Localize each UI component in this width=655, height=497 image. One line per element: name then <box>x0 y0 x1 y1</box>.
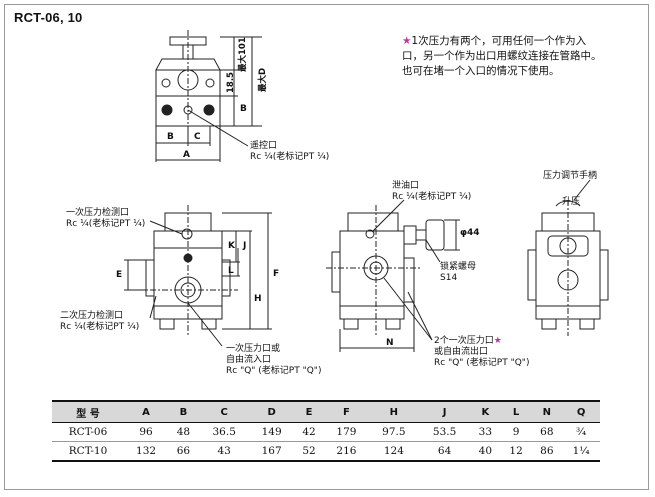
label-primary-pressure-port: 一次压力口或 <box>226 344 281 354</box>
dim-B-vertical: B <box>240 104 247 114</box>
top-view <box>155 30 262 162</box>
table-cell: 216 <box>324 441 369 462</box>
dim-B: B <box>167 132 174 142</box>
label-two-primary-ports-star: ★ <box>493 336 502 346</box>
front-view <box>124 205 272 347</box>
table-cell: 43 <box>198 441 250 462</box>
table-cell: 9 <box>500 422 532 442</box>
label-two-primary-ports: 2个一次压力口★ <box>434 336 502 347</box>
table-header-row: 型 号 A B C D E F H J K L N Q <box>52 400 600 423</box>
label-remote-port-spec: Rc ¹⁄₄(老标记PT ¹⁄₄) <box>250 152 330 162</box>
dim-E: E <box>116 270 123 280</box>
port-note: ★1次压力有两个，可用任何一个作为入口，另一个作为出口用螺纹连接在管路中。也可在… <box>402 34 602 79</box>
label-secondary-gauge-port: 二次压力检测口 <box>60 311 124 321</box>
table-cell: 86 <box>531 441 563 462</box>
col-header-model: 型 号 <box>52 400 124 423</box>
table-cell: 124 <box>368 441 420 462</box>
label-free-flow-inlet: 自由流入口 <box>226 355 272 365</box>
table-cell: 179 <box>324 422 369 442</box>
dim-A: A <box>183 150 190 160</box>
dimension-table: 型 号 A B C D E F H J K L N Q RCT-06 96 48… <box>52 400 600 462</box>
table-cell: 48 <box>168 422 199 442</box>
col-header: E <box>293 400 325 423</box>
dim-C: C <box>194 132 201 142</box>
label-remote-port: 遥控口 <box>250 141 278 151</box>
table-cell: 36.5 <box>198 422 250 442</box>
note-text: 1次压力有两个，可用任何一个作为入口，另一个作为出口用螺纹连接在管路中。也可在堵… <box>402 35 602 77</box>
label-secondary-gauge-spec: Rc ¹⁄₄(老标记PT ¹⁄₄) <box>60 322 140 332</box>
col-header: A <box>124 400 169 423</box>
col-header: B <box>168 400 199 423</box>
table-cell: 1¹⁄₄ <box>562 441 600 462</box>
table-cell: 42 <box>293 422 325 442</box>
figure-frame <box>4 4 649 490</box>
label-q-spec-1: Rc "Q" (老标记PT "Q") <box>226 366 322 376</box>
cell-model: RCT-10 <box>52 441 124 462</box>
dim-F: F <box>273 269 280 279</box>
col-header: Q <box>562 400 600 423</box>
dim-L: L <box>228 266 234 276</box>
label-18-5: 18.5 <box>226 72 236 93</box>
col-header: F <box>324 400 369 423</box>
dim-H: H <box>254 294 262 304</box>
label-max-d: 最大D <box>258 67 268 92</box>
table-cell: 167 <box>249 441 294 462</box>
note-star: ★ <box>402 35 412 47</box>
table-cell: 64 <box>419 441 470 462</box>
dim-K: K <box>228 241 235 251</box>
col-header: L <box>500 400 532 423</box>
col-header: H <box>368 400 420 423</box>
label-boost: 升压 <box>562 197 581 207</box>
rear-view <box>527 179 609 336</box>
col-header: J <box>419 400 470 423</box>
col-header: K <box>470 400 501 423</box>
label-lock-nut-size: S14 <box>440 273 458 283</box>
technical-drawing <box>124 30 609 352</box>
table-cell: 33 <box>470 422 501 442</box>
table-cell: 97.5 <box>368 422 420 442</box>
label-max-101: 最大101 <box>238 37 248 72</box>
table-cell: 12 <box>500 441 532 462</box>
col-header: D <box>249 400 294 423</box>
table-cell: 149 <box>249 422 294 442</box>
dim-N: N <box>386 338 394 348</box>
label-free-flow-outlet: 或自由流出口 <box>434 347 489 357</box>
table-row: RCT-06 96 48 36.5 149 42 179 97.5 53.5 3… <box>52 422 600 442</box>
label-primary-gauge-spec: Rc ¹⁄₄(老标记PT ¹⁄₄) <box>66 219 146 229</box>
side-view <box>326 199 460 352</box>
table-cell: 52 <box>293 441 325 462</box>
dim-J: J <box>243 241 247 251</box>
col-header: C <box>198 400 250 423</box>
table-cell: 40 <box>470 441 501 462</box>
label-drain-port: 泄油口 <box>392 181 420 191</box>
table-row: RCT-10 132 66 43 167 52 216 124 64 40 12… <box>52 441 600 462</box>
table-cell: 132 <box>124 441 169 462</box>
label-two-primary-ports-text: 2个一次压力口 <box>434 336 494 346</box>
label-lock-nut: 锁紧螺母 <box>440 262 477 272</box>
col-header: N <box>531 400 563 423</box>
table-cell: ³⁄₄ <box>562 422 600 442</box>
label-dia-44: φ44 <box>460 228 480 238</box>
cell-model: RCT-06 <box>52 422 124 442</box>
label-q-spec-2: Rc "Q" (老标记PT "Q") <box>434 358 530 368</box>
table-cell: 66 <box>168 441 199 462</box>
table-cell: 96 <box>124 422 169 442</box>
label-pressure-knob: 压力调节手柄 <box>543 171 598 181</box>
model-title: RCT-06, 10 <box>14 10 83 25</box>
label-primary-gauge-port: 一次压力检测口 <box>66 208 130 218</box>
table-cell: 53.5 <box>419 422 470 442</box>
label-drain-port-spec: Rc ¹⁄₄(老标记PT ¹⁄₄) <box>392 192 472 202</box>
table-cell: 68 <box>531 422 563 442</box>
